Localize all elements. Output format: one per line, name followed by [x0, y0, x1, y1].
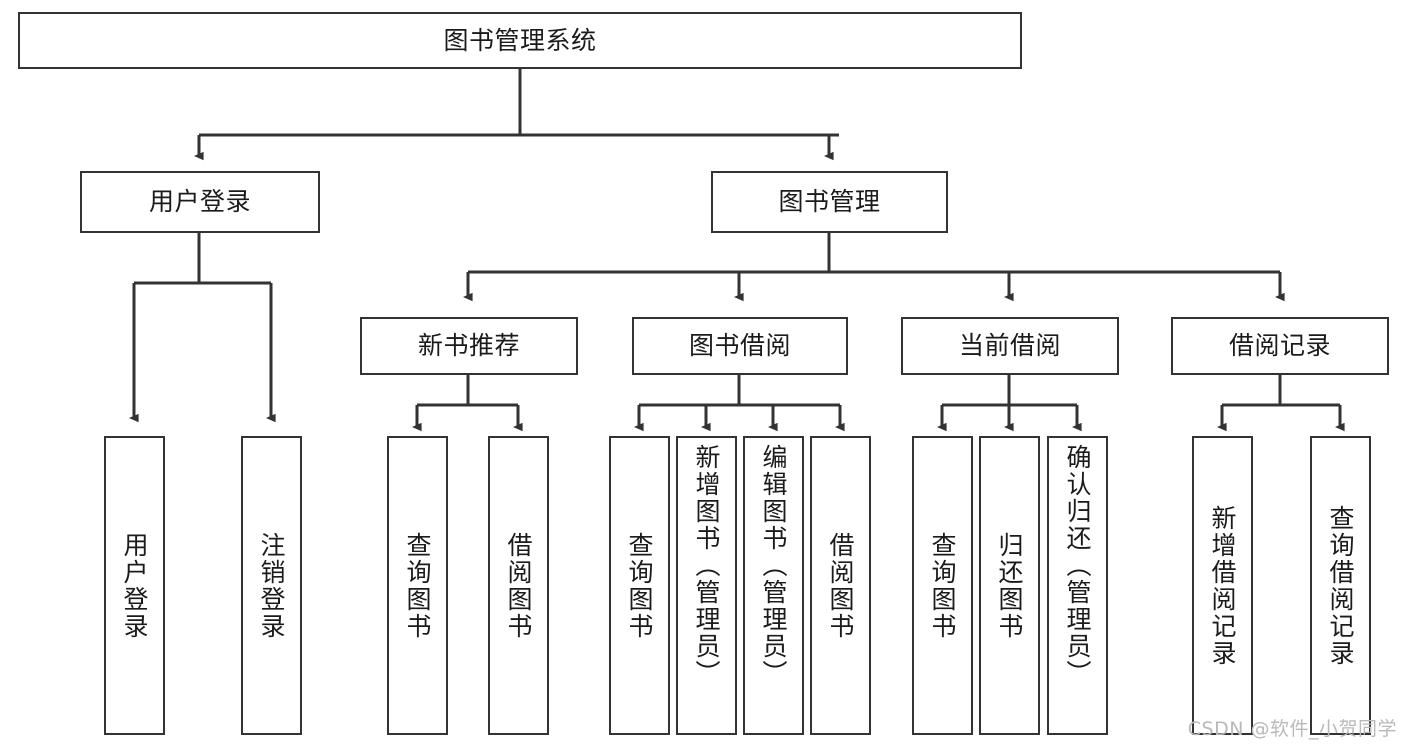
node-leaf-query-book-2-label: 查询图书 — [625, 531, 654, 640]
node-book-borrow[interactable]: 图书借阅 — [632, 317, 848, 375]
node-leaf-confirm-return-admin[interactable]: 确认归还（管理员） — [1047, 436, 1108, 735]
watermark: CSDN @软件_小贺同学 — [1187, 718, 1397, 740]
node-leaf-logout-login[interactable]: 注销登录 — [241, 436, 302, 735]
node-leaf-query-borrow-record[interactable]: 查询借阅记录 — [1310, 436, 1371, 735]
node-leaf-query-borrow-record-label: 查询借阅记录 — [1326, 504, 1355, 667]
node-root[interactable]: 图书管理系统 — [18, 12, 1022, 69]
node-leaf-query-book-1[interactable]: 查询图书 — [387, 436, 448, 735]
node-book-borrow-label: 图书借阅 — [688, 331, 791, 361]
node-root-label: 图书管理系统 — [443, 25, 597, 55]
node-leaf-borrow-book-2[interactable]: 借阅图书 — [810, 436, 871, 735]
node-leaf-borrow-book-1-label: 借阅图书 — [504, 531, 533, 640]
node-leaf-query-book-2[interactable]: 查询图书 — [609, 436, 670, 735]
node-borrow-record-label: 借阅记录 — [1228, 331, 1331, 361]
node-leaf-confirm-return-admin-label: 确认归还（管理员） — [1063, 444, 1092, 687]
node-user-login[interactable]: 用户登录 — [80, 171, 320, 233]
node-leaf-return-book-label: 归还图书 — [995, 531, 1024, 640]
node-book-management-label: 图书管理 — [778, 187, 881, 217]
node-book-management[interactable]: 图书管理 — [711, 171, 948, 233]
node-leaf-logout-login-label: 注销登录 — [257, 531, 286, 640]
node-leaf-add-book-admin[interactable]: 新增图书（管理员） — [676, 436, 737, 735]
node-leaf-user-login[interactable]: 用户登录 — [104, 436, 165, 735]
node-leaf-edit-book-admin[interactable]: 编辑图书（管理员） — [743, 436, 804, 735]
node-current-borrow[interactable]: 当前借阅 — [901, 317, 1119, 375]
node-leaf-add-borrow-record[interactable]: 新增借阅记录 — [1192, 436, 1253, 735]
node-borrow-record[interactable]: 借阅记录 — [1171, 317, 1389, 375]
node-new-book-recommend-label: 新书推荐 — [417, 331, 520, 361]
node-leaf-edit-book-admin-label: 编辑图书（管理员） — [759, 444, 788, 687]
node-user-login-label: 用户登录 — [148, 187, 251, 217]
node-leaf-return-book[interactable]: 归还图书 — [979, 436, 1040, 735]
node-leaf-borrow-book-1[interactable]: 借阅图书 — [488, 436, 549, 735]
node-leaf-user-login-label: 用户登录 — [120, 531, 149, 640]
node-new-book-recommend[interactable]: 新书推荐 — [360, 317, 578, 375]
node-leaf-query-book-3-label: 查询图书 — [928, 531, 957, 640]
node-leaf-borrow-book-2-label: 借阅图书 — [826, 531, 855, 640]
node-leaf-query-book-3[interactable]: 查询图书 — [912, 436, 973, 735]
node-leaf-add-borrow-record-label: 新增借阅记录 — [1208, 504, 1237, 667]
node-current-borrow-label: 当前借阅 — [958, 331, 1061, 361]
node-leaf-add-book-admin-label: 新增图书（管理员） — [692, 444, 721, 687]
node-leaf-query-book-1-label: 查询图书 — [403, 531, 432, 640]
